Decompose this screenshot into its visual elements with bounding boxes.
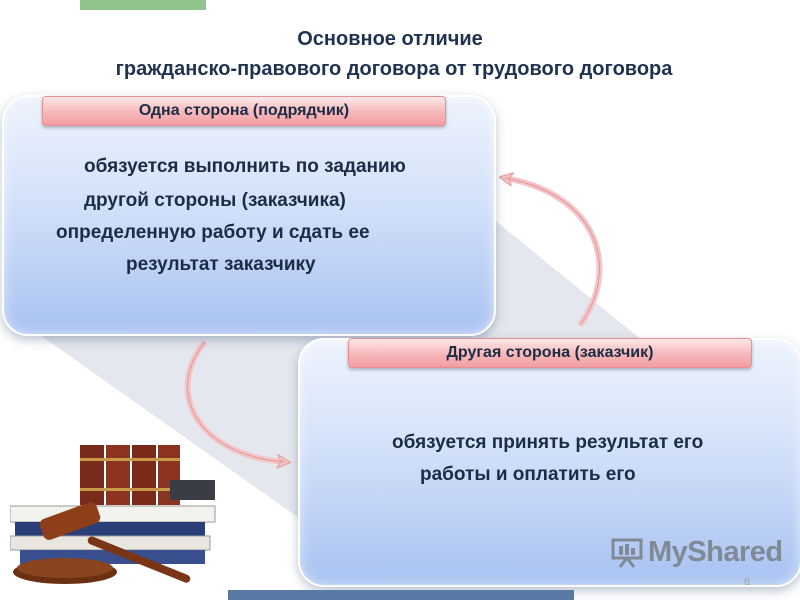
bottom-accent-bar [228, 590, 574, 600]
party1-text-line: результат заказчику [126, 254, 316, 275]
party2-text-line: обязуется принять результат его [392, 432, 704, 453]
party1-text-line: определенную работу и сдать ее [56, 222, 370, 243]
party2-box [298, 338, 800, 587]
title-line-2: гражданско-правового договора от трудово… [115, 58, 673, 80]
party1-text-line: обязуется выполнить по заданию [84, 156, 406, 177]
party2-label: Другая сторона (заказчик) [348, 338, 752, 368]
watermark-text: MyShared [648, 535, 783, 568]
arrow-to-party1 [505, 178, 603, 327]
page-number: 6 [744, 576, 751, 588]
myshared-watermark: MyShared [610, 532, 783, 572]
gavel-and-books-illustration [10, 445, 216, 584]
gavel-icon [13, 502, 191, 584]
title-line-1: Основное отличие [297, 28, 483, 50]
slide-title: Основное отличие гражданско-правового до… [0, 24, 800, 84]
party1-box [2, 95, 496, 336]
presentation-board-icon [611, 538, 643, 568]
party1-label: Одна сторона (подрядчик) [42, 96, 446, 126]
party1-text-line: другой стороны (заказчика) [84, 190, 346, 211]
party2-text-line: работы и оплатить его [420, 464, 636, 485]
top-accent-bar [80, 0, 206, 10]
